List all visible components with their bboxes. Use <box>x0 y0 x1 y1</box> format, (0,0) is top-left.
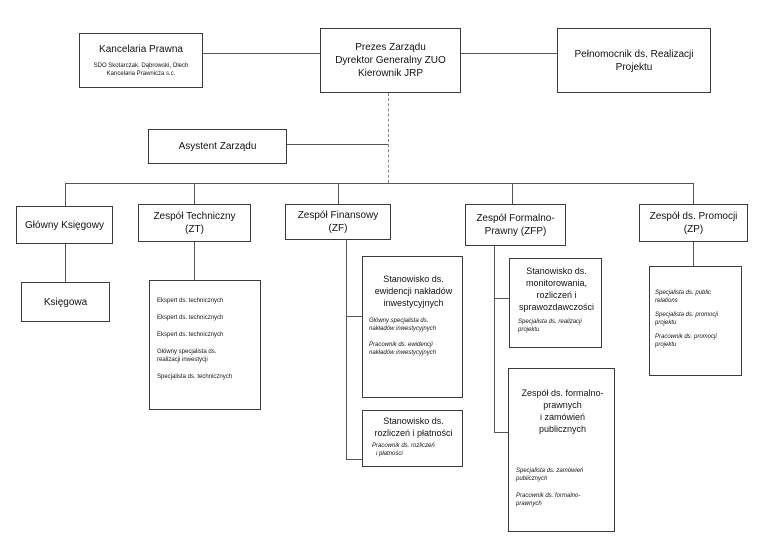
monitoring-staff: Specjalista ds. realizacji <box>518 319 582 325</box>
monitoring-box: Stanowisko ds. monitorowania, rozliczeń … <box>509 258 602 348</box>
connector-line <box>65 183 66 206</box>
technical-staff-item: Ekspert ds. technicznych <box>157 332 224 338</box>
monitoring-title: rozliczeń i <box>536 290 577 300</box>
accountant-box: Księgowa <box>21 282 110 322</box>
law-office-line: SDO Skotarczak, Dąbrowski, Olech <box>93 63 189 69</box>
promotion-staff-item: relations <box>655 298 678 304</box>
board-line: Prezes Zarządu <box>355 42 426 53</box>
connector-line <box>287 144 388 145</box>
procurement-title: Zespół ds. formalno- <box>521 388 604 398</box>
procurement-title: publicznych <box>538 424 587 434</box>
procurement-staff: Specjalista ds. zamówień <box>516 468 584 474</box>
connector-line <box>461 53 557 54</box>
promotion-team-line: (ZP) <box>683 224 704 235</box>
accountant-label: Księgowa <box>43 296 88 308</box>
monitoring-title: monitorowania, <box>525 278 588 288</box>
board-box: Prezes Zarządu Dyrektor Generalny ZUO Ki… <box>320 28 461 93</box>
promotion-staff-item: Specjalista ds. public <box>655 290 712 296</box>
connector-line <box>693 183 694 206</box>
connector-line <box>346 316 362 317</box>
procurement-title: prawnych <box>543 400 582 410</box>
procurement-staff: Pracownik ds. formalno- <box>516 493 581 499</box>
technical-staff-item: Specjalista ds. technicznych <box>157 374 233 380</box>
financial-team-line: (ZF) <box>328 223 348 234</box>
technical-staff-item: Ekspert ds. technicznych <box>157 315 224 321</box>
settlements-title: Stanowisko ds. <box>383 416 444 426</box>
settlements-box: Stanowisko ds. rozliczeń i płatności Pra… <box>362 410 463 467</box>
technical-staff-box: Ekspert ds. technicznych Ekspert ds. tec… <box>149 280 261 410</box>
connector-line <box>65 244 66 282</box>
law-office-title: Kancelaria Prawna <box>99 44 183 55</box>
law-office-box: Kancelaria Prawna SDO Skotarczak, Dąbrow… <box>79 33 203 88</box>
law-office-line: Kancelaria Prawnicza s.c. <box>106 71 176 77</box>
settlements-title: rozliczeń i płatności <box>374 428 453 438</box>
board-line: Kierownik JRP <box>357 68 424 79</box>
monitoring-staff: projektu <box>518 327 540 333</box>
connector-line <box>693 242 694 266</box>
chief-accountant-label: Główny Księgowy <box>25 219 104 231</box>
connector-line <box>194 242 195 280</box>
procurement-title: i zamówień <box>539 412 586 422</box>
chief-accountant-box: Główny Księgowy <box>16 206 113 244</box>
connector-line <box>494 246 495 432</box>
project-proxy-box: Pełnomocnik ds. Realizacji Projektu <box>557 28 711 93</box>
legal-team-box: Zespół Formalno- Prawny (ZFP) <box>465 204 566 246</box>
investment-records-staff: Pracownik ds. ewidencji <box>369 342 433 348</box>
financial-team-box: Zespół Finansowy (ZF) <box>285 204 391 240</box>
technical-team-line: (ZT) <box>185 224 204 235</box>
connector-line <box>194 183 195 206</box>
technical-staff-item: realizacji inwestycji <box>157 357 208 363</box>
legal-team-line: Prawny (ZFP) <box>484 226 547 237</box>
connector-line <box>65 183 693 184</box>
promotion-staff-item: projektu <box>655 320 677 326</box>
investment-records-title: Stanowisko ds. <box>383 274 444 284</box>
investment-records-title: inwestycyjnych <box>383 298 444 308</box>
investment-records-staff: nakładów inwestycyjnych <box>369 326 437 332</box>
settlements-staff: i płatności <box>376 451 403 457</box>
technical-staff-item: Ekspert ds. technicznych <box>157 298 224 304</box>
investment-records-box: Stanowisko ds. ewidencji nakładów inwest… <box>362 256 463 398</box>
technical-team-line: Zespół Techniczny <box>153 211 236 222</box>
promotion-staff-item: Pracownik ds. promocji <box>655 334 717 340</box>
investment-records-staff: Główny specjalista ds. <box>369 318 429 324</box>
technical-team-box: Zespół Techniczny (ZT) <box>138 204 251 242</box>
proxy-line: Pełnomocnik ds. Realizacji <box>574 48 694 60</box>
proxy-line: Projektu <box>615 61 653 73</box>
connector-line <box>346 240 347 459</box>
connector-line <box>346 459 362 460</box>
financial-team-line: Zespół Finansowy <box>297 210 379 221</box>
technical-staff-item: Główny specjalista ds. <box>157 349 217 355</box>
connector-line <box>203 53 320 54</box>
board-line: Dyrektor Generalny ZUO <box>335 55 446 66</box>
investment-records-staff: nakładów inwestycyjnych <box>369 350 437 356</box>
promotion-staff-item: Specjalista ds. promocji <box>655 312 719 318</box>
connector-line <box>388 93 389 183</box>
connector-line <box>512 183 513 206</box>
promotion-team-line: Zespół ds. Promocji <box>649 211 738 222</box>
monitoring-title: Stanowisko ds. <box>526 266 587 276</box>
settlements-staff: Pracownik ds. rozliczeń <box>372 443 435 449</box>
connector-line <box>494 432 508 433</box>
connector-line <box>494 298 509 299</box>
promotion-staff-box: Specjalista ds. public relations Specjal… <box>649 266 742 376</box>
procurement-staff: prawnych <box>516 501 542 507</box>
procurement-staff: publicznych <box>516 476 548 482</box>
investment-records-title: ewidencji nakładów <box>374 286 453 296</box>
monitoring-title: sprawozdawczości <box>518 302 595 312</box>
assistant-box: Asystent Zarządu <box>148 129 287 164</box>
promotion-staff-item: projektu <box>655 342 677 348</box>
legal-team-line: Zespół Formalno- <box>476 213 555 224</box>
assistant-label: Asystent Zarządu <box>178 141 257 152</box>
procurement-team-box: Zespół ds. formalno- prawnych i zamówień… <box>508 368 615 532</box>
connector-line <box>338 183 339 206</box>
promotion-team-box: Zespół ds. Promocji (ZP) <box>639 204 748 242</box>
